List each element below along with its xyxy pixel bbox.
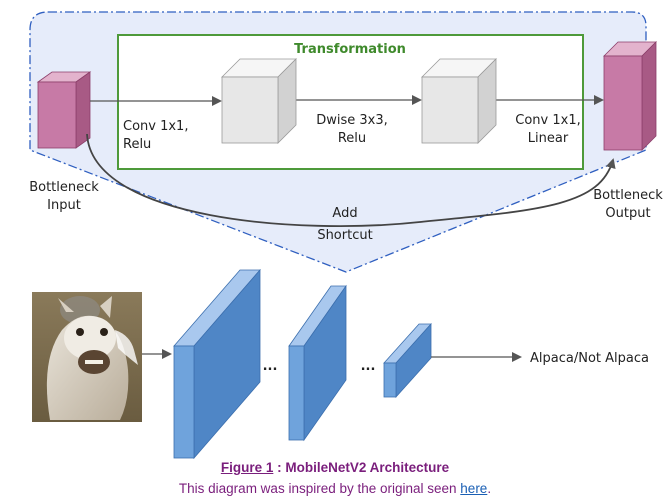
figure-link[interactable]: Figure 1 [220,460,274,475]
dwise-label-2: Relu [338,131,366,146]
output-class-label: Alpaca/Not Alpaca [530,351,649,366]
note-suffix: . [487,481,492,496]
figure-separator: : [273,460,286,475]
network-layer-3 [383,322,432,399]
bottleneck-output-label-2: Output [605,206,650,221]
here-link[interactable]: here [460,481,488,496]
conv1-label-2: Relu [123,137,151,152]
conv2-label-2: Linear [528,131,569,146]
network-layer-2 [288,284,347,442]
transformation-title: Transformation [294,42,406,57]
shortcut-label-2: Shortcut [317,228,372,243]
bottleneck-input-prism [36,71,92,149]
shortcut-arrow [86,133,616,227]
network-layer-1 [173,268,261,460]
conv-cube-2 [421,58,497,144]
conv1-label-1: Conv 1x1, [123,119,188,134]
ellipsis-2: ... [361,359,376,374]
bottleneck-output-prism [603,41,657,151]
conv-cube-1 [221,58,297,144]
bottleneck-input-label-2: Input [47,198,81,213]
shortcut-label-1: Add [332,206,357,221]
dwise-label-1: Dwise 3x3, [316,113,388,128]
note-prefix: This diagram was inspired by the origina… [178,481,461,496]
figure-note: This diagram was inspired by the origina… [0,481,670,496]
alpaca-photo [32,292,142,422]
conv2-label-1: Conv 1x1, [515,113,580,128]
transformation-box [117,34,584,170]
bottleneck-input-label-1: Bottleneck [29,180,99,195]
ellipsis-1: ... [263,359,278,374]
bottleneck-output-label-1: Bottleneck [593,188,663,203]
figure-caption: Figure 1 : MobileNetV2 Architecture [0,460,670,475]
figure-title: MobileNetV2 Architecture [285,460,450,475]
